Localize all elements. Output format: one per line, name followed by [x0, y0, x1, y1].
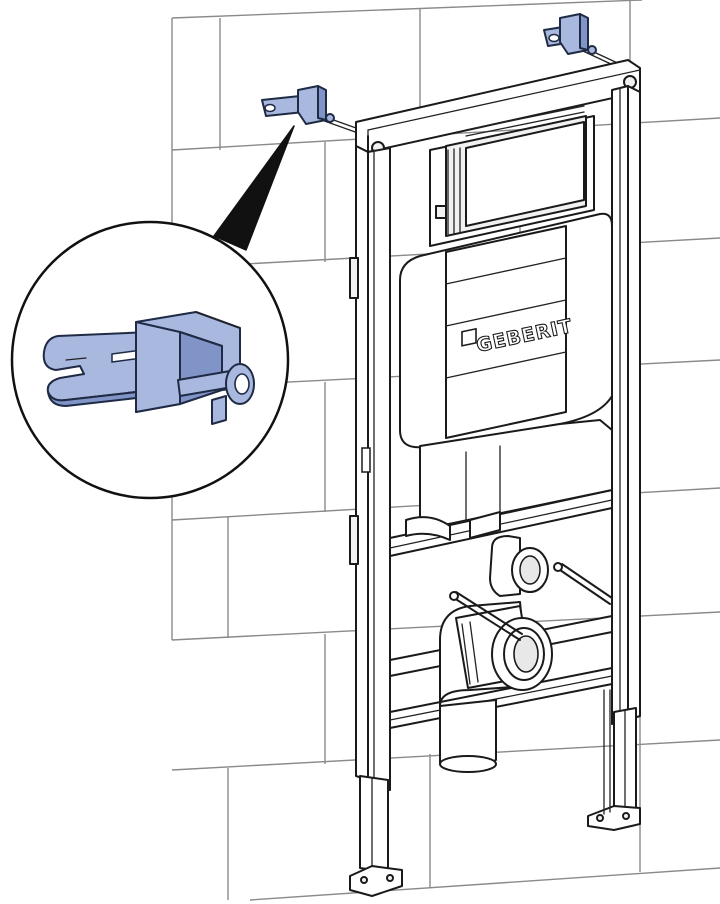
wall-bracket-right [543, 13, 597, 55]
drain-pipe [439, 601, 553, 773]
concealed-cistern: GEBERIT [399, 105, 613, 531]
fixing-bolts [449, 562, 613, 641]
flush-pipe [405, 511, 501, 541]
flush-connector [489, 535, 549, 597]
callout-pointer [213, 125, 295, 251]
wall-bracket-detail [42, 311, 255, 425]
detail-callout [10, 220, 290, 500]
wall-bracket-left [261, 85, 335, 125]
